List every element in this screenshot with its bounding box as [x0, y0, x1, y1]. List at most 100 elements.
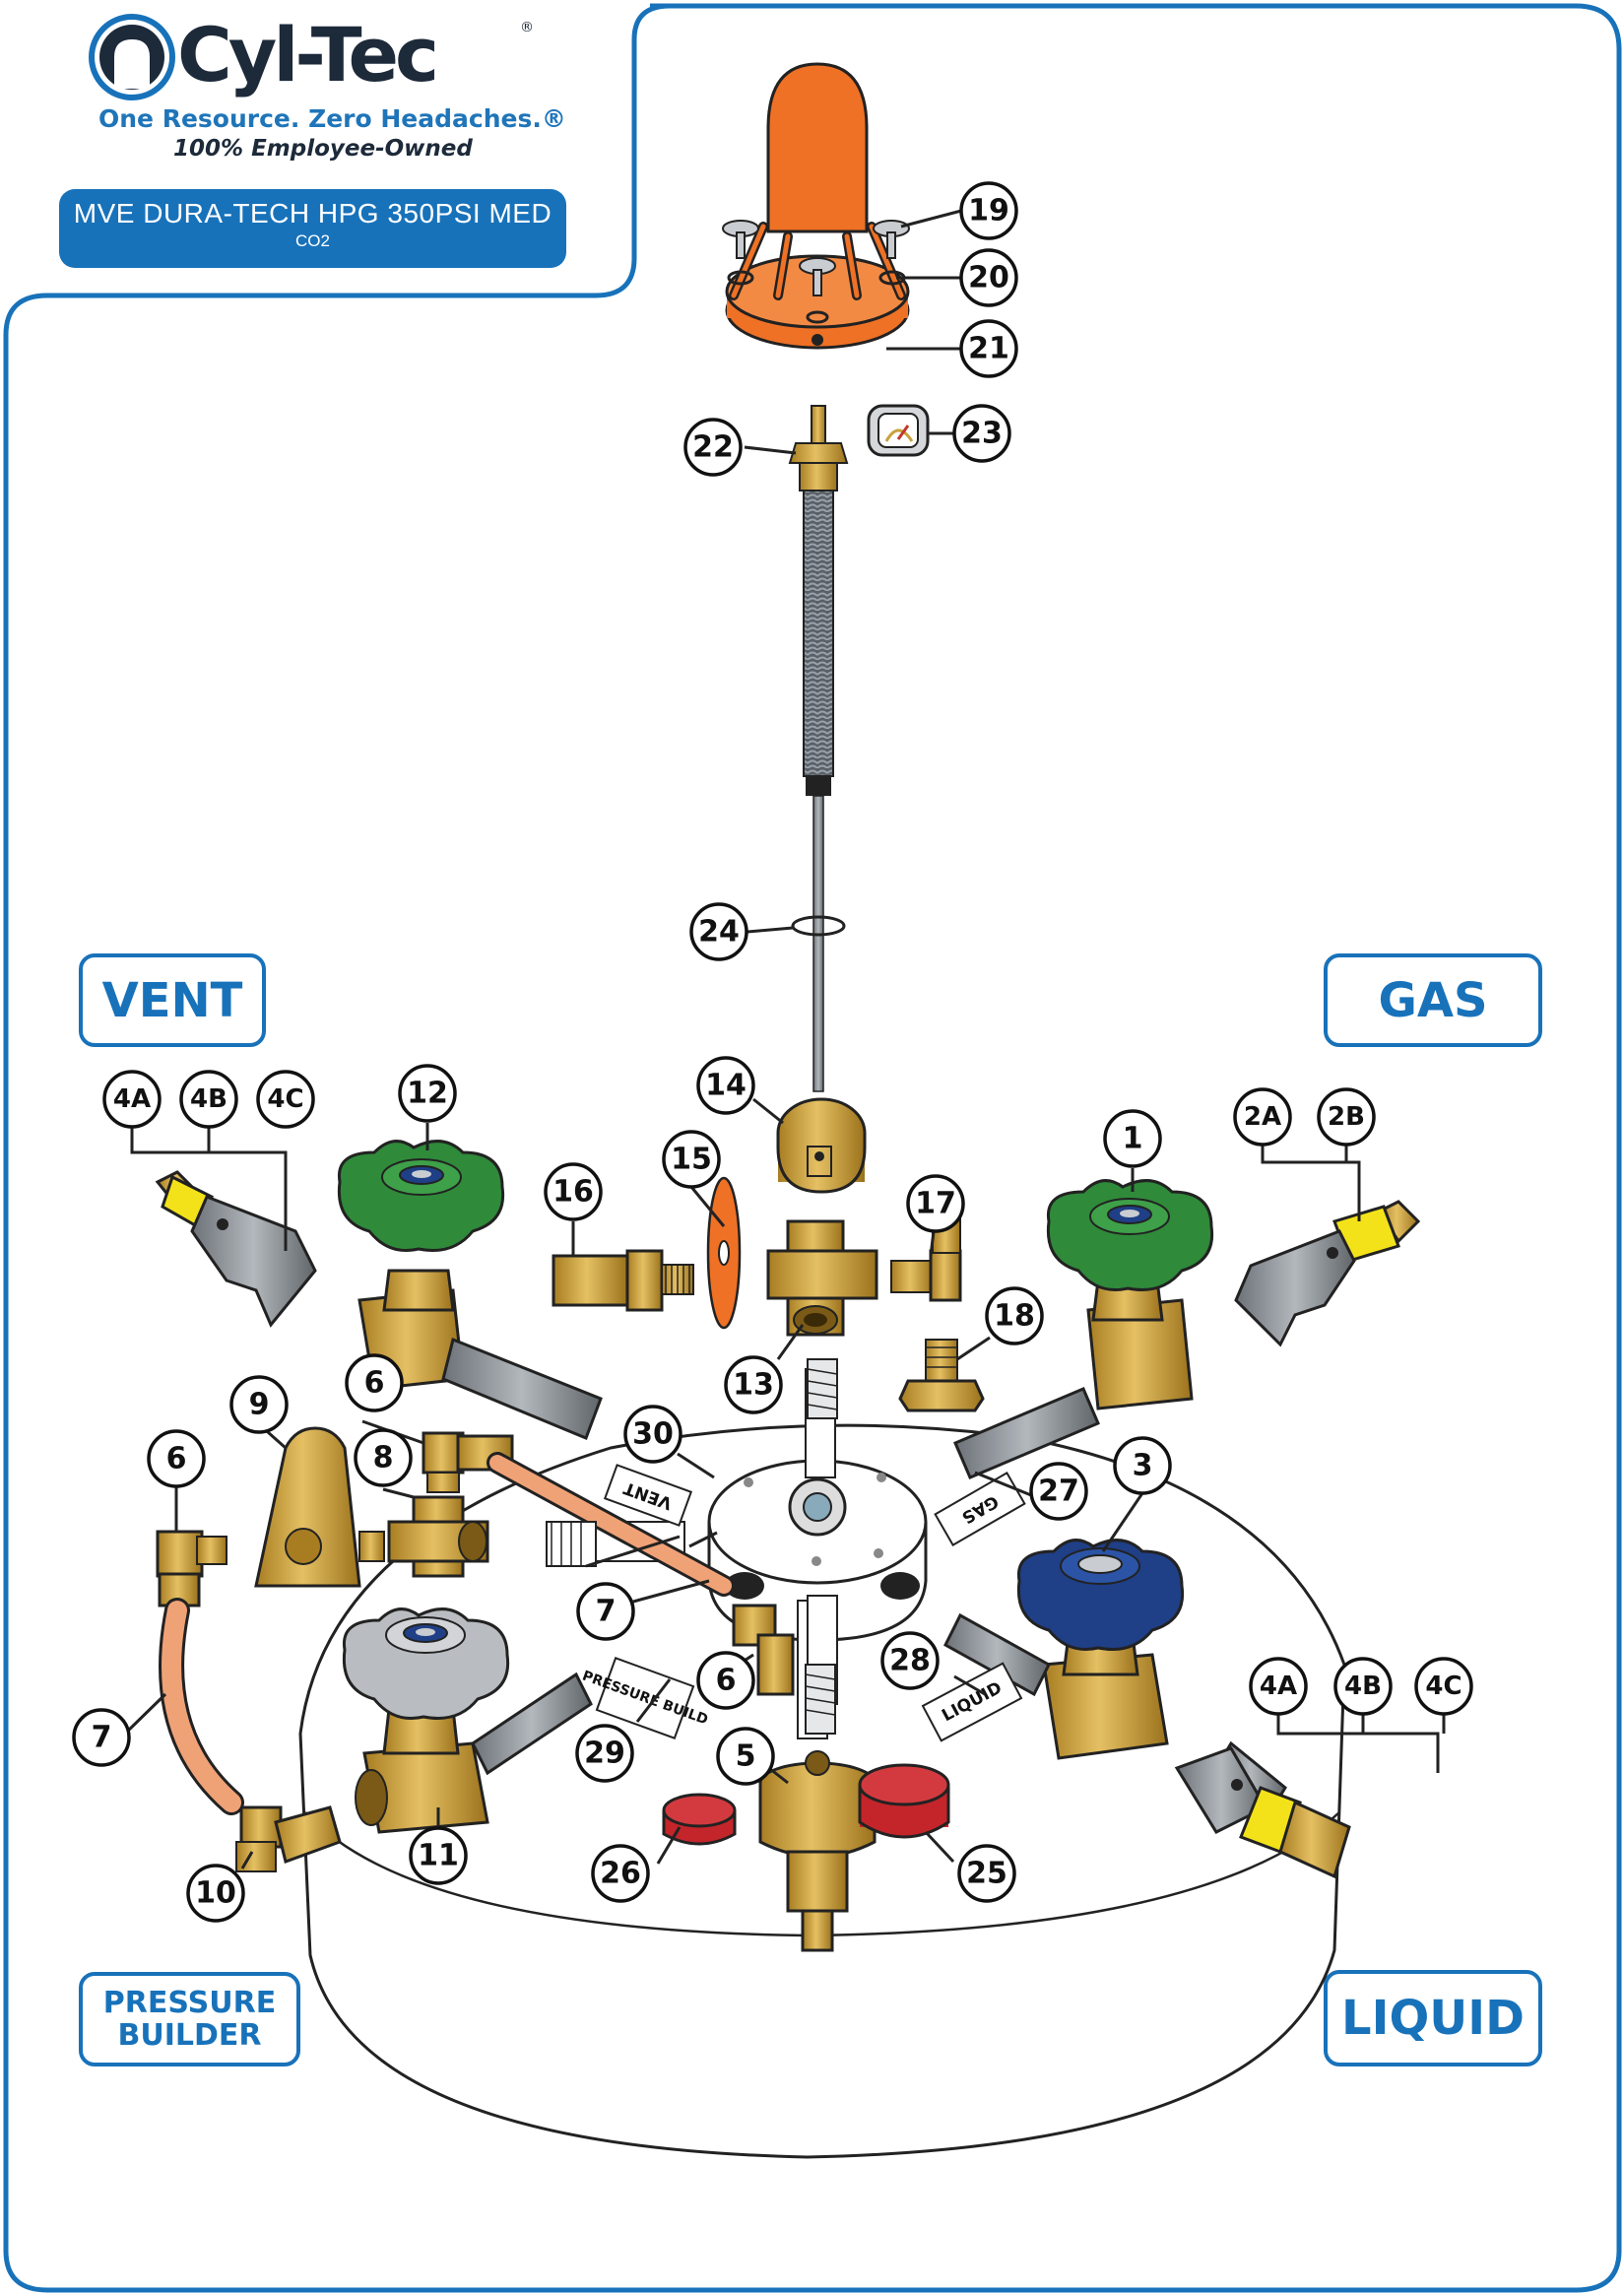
callout: 26: [591, 1844, 650, 1903]
callout-number: 6: [166, 1442, 187, 1476]
callout-number: 1: [1123, 1122, 1143, 1156]
callout: 17: [906, 1174, 965, 1233]
relief-body: [776, 1097, 867, 1194]
head-tag-gas: GAS: [934, 1472, 1026, 1546]
gauge-face: [867, 404, 930, 457]
pressure-build-valve: [342, 1607, 593, 1834]
callout-number: 23: [961, 417, 1003, 451]
callout-number: 21: [968, 332, 1009, 366]
callout: 29: [575, 1724, 634, 1783]
callout-number: 4A: [113, 1084, 151, 1114]
callout: 2B: [1317, 1087, 1376, 1147]
callout: 20: [959, 248, 1018, 307]
callout-number: 5: [736, 1739, 756, 1774]
red-cap-large: [858, 1763, 950, 1839]
section-label-gas: GAS: [1324, 953, 1542, 1047]
callout: 4A: [1249, 1657, 1308, 1716]
callout-number: 24: [698, 915, 740, 950]
brand-block: Cyl-Tec ® One Resource. Zero Headaches.®…: [57, 8, 628, 175]
callout: 21: [959, 319, 1018, 378]
callout-number: 14: [705, 1069, 747, 1103]
bayonet-coil: [546, 1521, 597, 1567]
flare-elbow-left: [156, 1530, 227, 1607]
callout: 10: [186, 1864, 245, 1923]
callout: 6: [696, 1651, 755, 1710]
red-cap-small: [662, 1793, 737, 1846]
callout: 9: [229, 1375, 289, 1434]
callout: 8: [354, 1428, 413, 1487]
callout: 5: [716, 1727, 775, 1786]
callout: 16: [544, 1162, 603, 1221]
callout-number: 25: [966, 1857, 1007, 1891]
callout: 22: [683, 418, 743, 477]
callout-number: 16: [552, 1175, 594, 1210]
callout-number: 6: [364, 1366, 385, 1401]
threaded-stud: [805, 1358, 838, 1735]
callout-number: 4B: [1344, 1672, 1382, 1701]
callout: 4B: [179, 1070, 238, 1129]
callout: 24: [689, 902, 748, 961]
callout: 19: [959, 181, 1018, 240]
model-name: MVE DURA-TECH HPG 350PSI MED: [73, 198, 552, 229]
callout-number: 6: [716, 1664, 737, 1698]
callout: 18: [985, 1286, 1044, 1345]
cyl-tec-logo-mark: [89, 14, 175, 100]
callout-number: 27: [1038, 1475, 1079, 1509]
callout-number: 26: [600, 1857, 641, 1891]
flare-elbow-10: [235, 1805, 342, 1872]
callout-number: 28: [889, 1644, 931, 1678]
callout-number: 22: [692, 430, 734, 465]
callout-number: 9: [249, 1388, 270, 1422]
callouts: 19 20 21 22 23 24 14 15 16 17 18 13 12 1…: [72, 181, 1473, 1923]
callout: 11: [409, 1826, 468, 1885]
gauge-probe-assembly: [788, 405, 849, 1092]
pb-tube-left-fill: [162, 1601, 241, 1812]
flare-elbow-top: [422, 1431, 514, 1493]
callout-number: 19: [968, 194, 1009, 229]
callout-number: 17: [915, 1187, 956, 1221]
callout: 6: [147, 1429, 206, 1488]
callout-number: 4C: [1425, 1672, 1462, 1701]
callout: 13: [724, 1355, 783, 1414]
pb-tube-upper-fill: [489, 1455, 732, 1594]
callout-number: 8: [373, 1441, 394, 1475]
head-tag-vent: VENT: [603, 1464, 693, 1527]
callout: 4C: [1414, 1657, 1473, 1716]
gas-safety-relief: [1234, 1200, 1421, 1347]
callout: 4B: [1333, 1657, 1393, 1716]
cross-fitting: [766, 1219, 878, 1337]
callout-number: 4B: [190, 1084, 227, 1114]
callout-number: 12: [407, 1077, 448, 1111]
brand-wordmark: Cyl-Tec: [177, 11, 439, 98]
callout: 6: [345, 1353, 404, 1412]
callout-number: 30: [632, 1417, 674, 1452]
callout: 28: [880, 1631, 940, 1690]
vent-safety-relief: [155, 1170, 317, 1328]
callout: 7: [576, 1582, 635, 1641]
callout: 1: [1103, 1109, 1162, 1168]
callout: 4C: [256, 1070, 315, 1129]
callout-number: 10: [195, 1876, 236, 1911]
callout-number: 4C: [267, 1084, 303, 1114]
callout-number: 2A: [1244, 1102, 1281, 1132]
orange-gasket: [706, 1176, 742, 1330]
callout-number: 18: [994, 1299, 1035, 1334]
brand-tagline: One Resource. Zero Headaches.®: [98, 104, 566, 133]
tee-fitting: [387, 1495, 489, 1578]
brand-registered-mark: ®: [520, 20, 534, 35]
callout: 23: [952, 404, 1011, 463]
section-label-vent: VENT: [79, 953, 266, 1047]
callout: 14: [696, 1056, 755, 1115]
relief-valve-9: [254, 1426, 385, 1588]
gas-valve: [953, 1179, 1214, 1479]
guard-screws: [722, 220, 910, 324]
brand-subline: 100% Employee-Owned: [173, 136, 473, 162]
liquid-safety-relief: [1174, 1740, 1351, 1879]
callout: 3: [1113, 1436, 1172, 1495]
callout: 30: [623, 1405, 682, 1464]
callout: 7: [72, 1708, 131, 1767]
callout: 12: [398, 1064, 457, 1123]
callout-number: 7: [596, 1595, 617, 1629]
